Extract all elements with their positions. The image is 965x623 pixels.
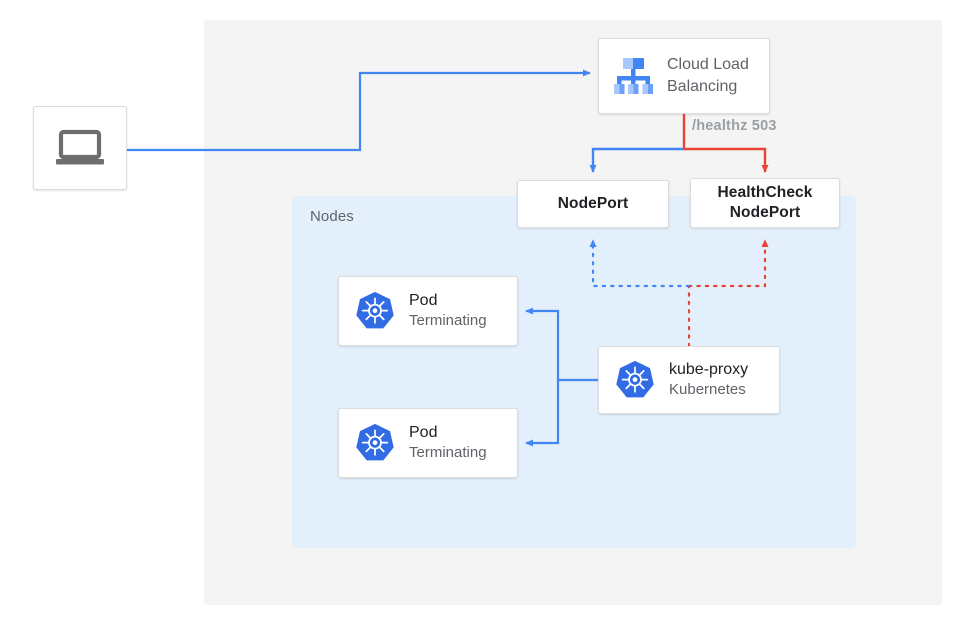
kubernetes-icon (356, 291, 394, 329)
pod-node-2-title: Pod (409, 424, 438, 442)
cloud-load-balancing-label-line2: Balancing (667, 78, 738, 95)
pod-node-1-text: Pod Terminating (409, 291, 487, 331)
pod-node-2-text: Pod Terminating (409, 423, 487, 463)
kube-proxy-subtitle: Kubernetes (669, 381, 746, 399)
nodeport-label: NodePort (557, 194, 629, 212)
nodeport-node[interactable]: NodePort (517, 180, 669, 228)
pod-node-1-status: Terminating (409, 312, 487, 330)
pod-node-2[interactable]: Pod Terminating (338, 408, 518, 478)
laptop-icon (56, 129, 104, 165)
cloud-load-balancing-icon (614, 58, 653, 94)
healthcheck-nodeport-label: HealthCheck NodePort (718, 183, 813, 223)
healthcheck-nodeport-label-line2: NodePort (729, 204, 801, 221)
kube-proxy-node[interactable]: kube-proxy Kubernetes (598, 346, 780, 414)
nodes-panel-label: Nodes (310, 208, 354, 225)
kubernetes-icon (356, 423, 394, 461)
client-node[interactable] (33, 106, 127, 190)
kube-proxy-title: kube-proxy (669, 361, 749, 379)
cloud-load-balancing-label: Cloud Load Balancing (667, 54, 749, 97)
cloud-load-balancing-label-line1: Cloud Load (667, 56, 749, 74)
pod-node-2-status: Terminating (409, 444, 487, 462)
healthz-edge-label: /healthz 503 (692, 118, 777, 134)
pod-node-1[interactable]: Pod Terminating (338, 276, 518, 346)
cloud-load-balancing-node[interactable]: Cloud Load Balancing (598, 38, 770, 114)
kubernetes-icon (616, 360, 654, 398)
healthcheck-nodeport-node[interactable]: HealthCheck NodePort (690, 178, 840, 228)
kube-proxy-text: kube-proxy Kubernetes (669, 360, 748, 400)
pod-node-1-title: Pod (409, 292, 438, 310)
healthcheck-nodeport-label-line1: HealthCheck (717, 183, 813, 201)
